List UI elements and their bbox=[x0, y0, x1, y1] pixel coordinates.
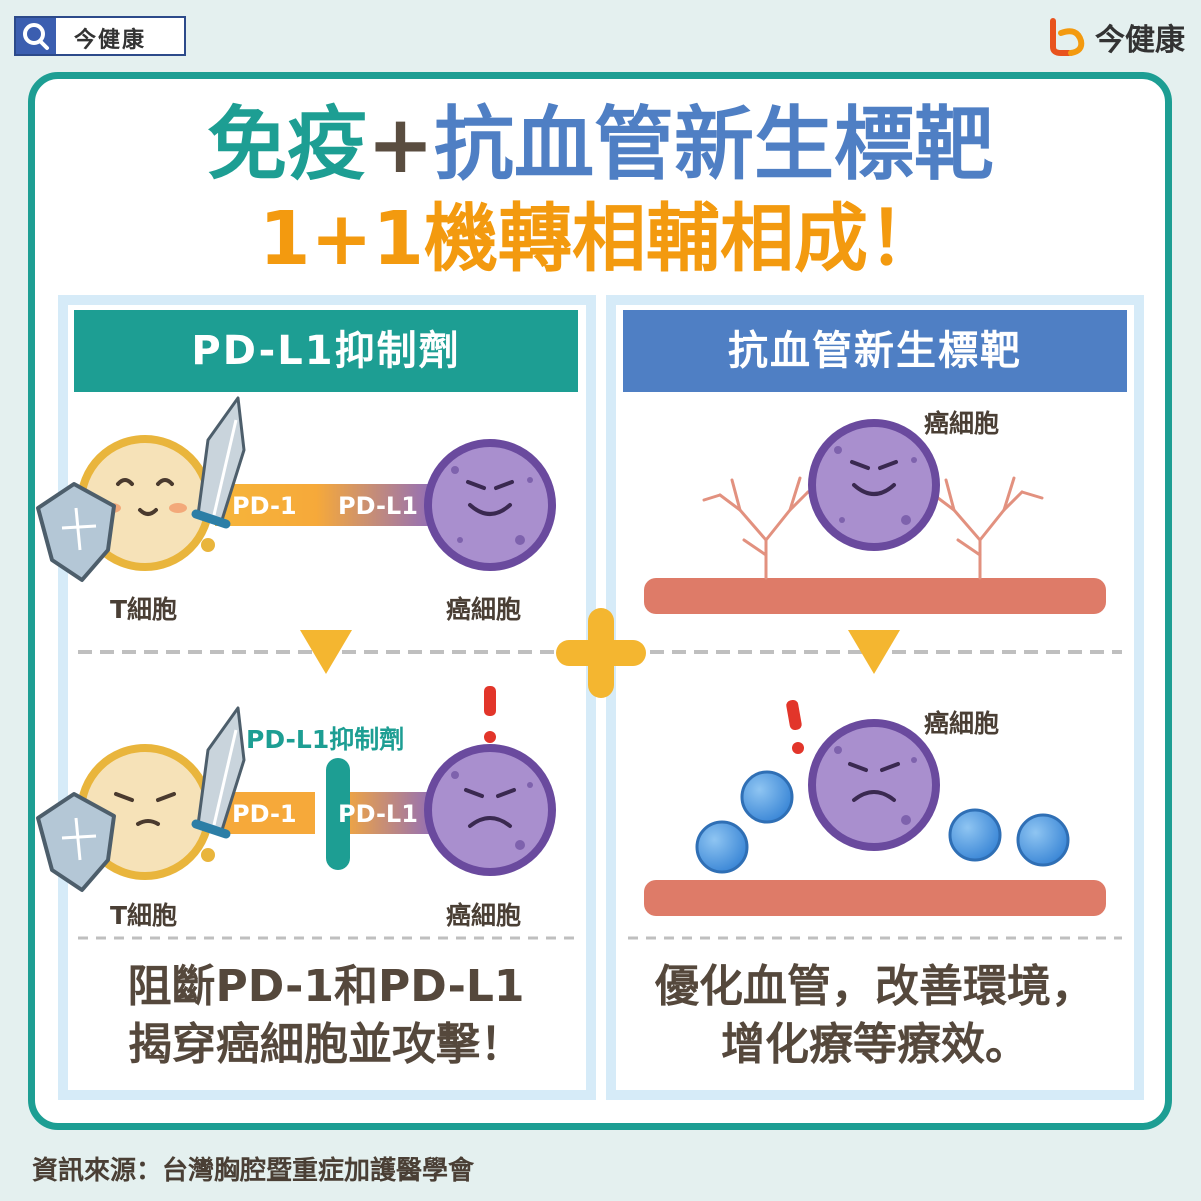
cancer-cell bbox=[808, 419, 940, 551]
plus-icon bbox=[556, 608, 646, 698]
pdl1-label: PD-L1 bbox=[338, 800, 418, 828]
shield-icon bbox=[36, 792, 116, 892]
left-caption-line2: 揭穿癌細胞並攻擊！ bbox=[128, 1019, 524, 1070]
inhibitor-blocker bbox=[326, 758, 350, 870]
search-tag-text: 今健康 bbox=[74, 28, 147, 53]
pdl1-label: PD-L1 bbox=[338, 492, 418, 520]
cancer-cell-label: 癌細胞 bbox=[924, 709, 1000, 738]
t-cell-label: T細胞 bbox=[110, 595, 178, 624]
t-cell-label: T細胞 bbox=[110, 901, 178, 930]
title-angio: 抗血管新生標靶 bbox=[434, 98, 995, 191]
exclamation-icon bbox=[786, 699, 804, 754]
pd1-label: PD-1 bbox=[232, 800, 297, 828]
left-panel-header: PD-L1抑制劑 bbox=[74, 310, 578, 392]
cancer-cell-sad bbox=[808, 719, 940, 851]
cancer-cell-sad bbox=[424, 744, 556, 876]
title-immune: 免疫 bbox=[206, 98, 367, 191]
cancer-cell bbox=[424, 439, 556, 571]
left-caption-line1: 阻斷PD-1和PD-L1 bbox=[127, 961, 525, 1012]
right-caption-line1: 優化血管，改善環境， bbox=[655, 961, 1095, 1012]
main-title: 免疫+抗血管新生標靶 bbox=[0, 100, 1201, 190]
down-arrow-icon bbox=[848, 630, 900, 674]
inhibitor-label: PD-L1抑制劑 bbox=[246, 725, 405, 754]
left-caption: 阻斷PD-1和PD-L1 揭穿癌細胞並攻擊！ bbox=[74, 958, 578, 1074]
blood-vessel bbox=[644, 880, 1106, 916]
source-note: 資訊來源：台灣胸腔暨重症加護醫學會 bbox=[32, 1156, 475, 1186]
cancer-cell-label: 癌細胞 bbox=[446, 901, 522, 930]
pd1-label: PD-1 bbox=[232, 492, 297, 520]
sword-icon bbox=[191, 396, 246, 552]
exclamation-icon bbox=[484, 686, 496, 743]
pdl1-ligand bbox=[340, 792, 440, 834]
title-plus: + bbox=[366, 98, 435, 191]
right-caption-line2: 增化療等療效。 bbox=[721, 1019, 1029, 1070]
search-icon bbox=[16, 18, 56, 54]
pd1-pdl1-bond bbox=[215, 484, 440, 526]
blood-cells bbox=[695, 770, 1070, 874]
left-panel bbox=[58, 295, 596, 1100]
blood-vessel bbox=[644, 578, 1106, 614]
shield-icon bbox=[36, 482, 116, 582]
brand-mark-icon bbox=[1050, 18, 1085, 56]
right-caption: 優化血管，改善環境， 增化療等療效。 bbox=[623, 958, 1127, 1074]
main-subtitle: 1+1機轉相輔相成！ bbox=[259, 196, 942, 282]
cancer-cell-label: 癌細胞 bbox=[924, 409, 1000, 438]
sword-icon bbox=[191, 706, 246, 862]
search-tag: 今健康 bbox=[14, 16, 186, 56]
brand-logo: 今健康 bbox=[1047, 14, 1185, 60]
cancer-cell-label: 癌細胞 bbox=[446, 595, 522, 624]
brand-name: 今健康 bbox=[1095, 23, 1185, 58]
down-arrow-icon bbox=[300, 630, 352, 674]
right-panel-header: 抗血管新生標靶 bbox=[623, 310, 1127, 392]
